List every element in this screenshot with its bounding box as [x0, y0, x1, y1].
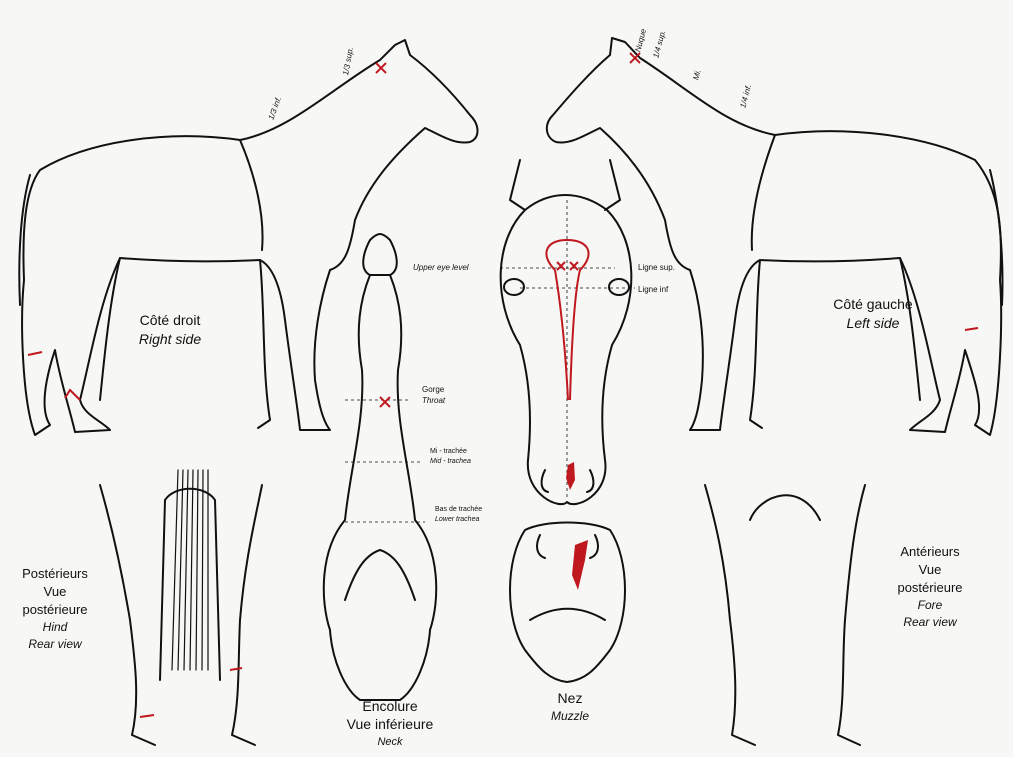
hind-fr-3: postérieure [10, 602, 100, 618]
fore-en-2: Rear view [880, 615, 980, 629]
side-left-title: Côté gauche [818, 296, 928, 313]
fore-fr-1: Antérieurs [880, 544, 980, 560]
muzzle-en-label: Muzzle [535, 709, 605, 723]
tail-hair-drawing [172, 470, 208, 670]
injection-markers [28, 53, 978, 717]
fore-fr-3: postérieure [880, 580, 980, 596]
fore-fr-2: Vue [880, 562, 980, 578]
horse-left-side-drawing [547, 38, 1003, 435]
mid-trachea-en-label: Mid - trachea [430, 458, 471, 466]
muzzle-drawing [510, 523, 625, 683]
hind-en-2: Rear view [10, 637, 100, 651]
neck-subtitle-fr: Vue inférieure [320, 716, 460, 733]
side-right-title: Côté droit [120, 312, 220, 329]
neck-title-en: Neck [350, 736, 430, 749]
lower-trachea-en-label: Lower trachea [435, 516, 479, 524]
neck-underside-drawing [324, 234, 436, 700]
muzzle-fr-label: Nez [540, 690, 600, 707]
lower-trachea-fr-label: Bas de trachée [435, 506, 482, 514]
hind-fr-1: Postérieurs [10, 566, 100, 582]
hind-en-1: Hind [10, 620, 100, 634]
side-left-subtitle: Left side [818, 315, 928, 332]
nose-red-patch [566, 462, 588, 590]
neck-title-fr: Encolure [330, 698, 450, 715]
horse-right-side-drawing [19, 40, 477, 435]
fore-legs-rear-drawing [705, 485, 865, 745]
upper-eye-level-label: Upper eye level [413, 263, 469, 273]
side-right-subtitle: Right side [120, 331, 220, 348]
hind-fr-2: Vue [10, 584, 100, 600]
throat-fr-label: Gorge [422, 385, 444, 395]
hind-legs-rear-drawing [100, 485, 262, 745]
mid-trachea-fr-label: Mi - trachée [430, 448, 467, 456]
horse-head-front-drawing [501, 160, 632, 504]
ligne-sup-label: Ligne sup. [638, 263, 675, 273]
fore-en-1: Fore [880, 598, 980, 612]
throat-en-label: Throat [422, 396, 445, 406]
ligne-inf-label: Ligne inf [638, 285, 668, 295]
